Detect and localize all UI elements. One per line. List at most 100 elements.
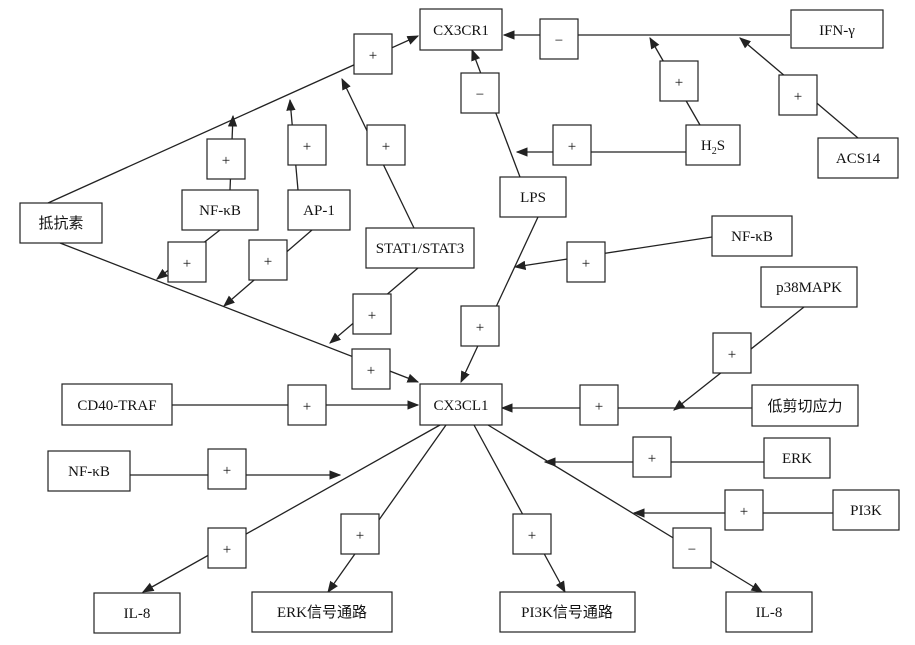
node-il8-right-label: IL-8 [756,605,783,621]
sign-ap1-up: + [287,124,327,166]
node-nfkb-bottom-label: NF-κB [68,464,110,480]
sign-nfkb-right-lps-label: + [582,256,590,272]
sign-lps-cx3cr1: − [460,72,500,114]
sign-nfkb-left-down: + [167,241,207,283]
node-p38mapk: p38MAPK [760,266,858,308]
sign-cx3cl1-erk-path-label: + [356,528,364,544]
edge-cx3cl1-to-pi3k-path [473,424,566,594]
sign-stat-down-label: + [368,308,376,324]
node-p38mapk-label: p38MAPK [776,280,842,296]
node-erk-label: ERK [782,451,812,467]
node-cx3cr1-label: CX3CR1 [433,23,489,39]
sign-h2s-ifn: + [659,60,699,102]
sign-nfkb-left-up: + [206,138,246,180]
nodes: CX3CR1 IFN-γ ACS14 H2S LPS 抵抗素 NF-κB AP [19,8,900,634]
node-ap1-label: AP-1 [303,203,335,219]
node-ap1: AP-1 [287,189,351,231]
signs: − + + − + + + + + + + + + + + + + + + + … [167,18,818,569]
node-stat-label: STAT1/STAT3 [376,241,464,257]
sign-h2s-ifn-label: + [675,75,683,91]
sign-h2s-lps-label: + [568,139,576,155]
sign-cd40-cx3cl1-label: + [303,399,311,415]
node-lps: LPS [499,176,567,218]
node-acs14: ACS14 [817,137,899,179]
edge-cx3cl1-to-il8-right [487,424,763,593]
sign-lps-cx3cl1-label: + [476,320,484,336]
sign-antibiotic-cx3cl1: + [351,348,391,390]
node-h2s: H2S [685,124,741,166]
sign-antibiotic-cx3cl1-label: + [367,363,375,379]
sign-cx3cl1-il8-right-label: − [688,542,696,558]
node-lps-label: LPS [520,190,546,206]
node-ifn-gamma: IFN-γ [790,9,884,49]
edge-nfkb-right-to-lps-line [513,236,713,271]
node-nfkb-left: NF-κB [181,189,259,231]
sign-ap1-up-label: + [303,139,311,155]
sign-acs14-ifn-label: + [794,89,802,105]
node-erk: ERK [763,437,831,479]
sign-ap1-down-label: + [264,254,272,270]
node-antibiotic: 抵抗素 [19,202,103,244]
sign-stat-down: + [352,293,392,335]
sign-ap1-down: + [248,239,288,281]
sign-antibiotic-cx3cr1: + [353,33,393,75]
edge-cx3cl1-to-erk-path [327,424,447,593]
sign-p38-lowshear-label: + [728,347,736,363]
node-h2s-tail: S [717,138,725,154]
sign-lps-cx3cr1-label: − [476,87,484,103]
node-cx3cl1: CX3CL1 [419,383,503,426]
sign-lps-cx3cl1: + [460,305,500,347]
node-cd40: CD40-TRAF [61,383,173,426]
node-pi3k-path: PI3K信号通路 [499,591,636,633]
node-pi3k: PI3K [832,489,900,531]
sign-nfkb-left-up-label: + [222,153,230,169]
sign-nfkb-bottom-line: + [207,448,247,490]
node-il8-left-label: IL-8 [124,606,151,622]
node-pi3k-label: PI3K [850,503,882,519]
sign-nfkb-left-down-label: + [183,256,191,272]
node-erk-path-label: ERK信号通路 [277,604,367,621]
sign-h2s-lps: + [552,124,592,166]
sign-cx3cl1-erk-path: + [340,513,380,555]
node-nfkb-right: NF-κB [711,215,793,257]
sign-cx3cl1-pi3k-path-label: + [528,528,536,544]
node-cd40-label: CD40-TRAF [77,398,156,414]
sign-ifn-cx3cr1-label: − [555,33,563,49]
node-low-shear: 低剪切应力 [751,384,859,427]
node-acs14-label: ACS14 [836,151,881,167]
sign-stat-up: + [366,124,406,166]
sign-erk-line-label: + [648,451,656,467]
sign-pi3k-line-label: + [740,504,748,520]
sign-acs14-ifn: + [778,74,818,116]
node-h2s-label: H2S [701,138,725,157]
sign-cx3cl1-il8-left-label: + [223,542,231,558]
node-cx3cl1-label: CX3CL1 [433,398,488,414]
node-h2s-main: H [701,138,712,154]
node-h2s-sub: 2 [712,146,717,157]
sign-stat-up-label: + [382,139,390,155]
sign-nfkb-right-lps: + [566,241,606,283]
node-nfkb-right-label: NF-κB [731,229,773,245]
sign-cx3cl1-il8-right: − [672,527,712,569]
sign-cx3cl1-il8-left: + [207,527,247,569]
node-nfkb-left-label: NF-κB [199,203,241,219]
sign-antibiotic-cx3cr1-label: + [369,48,377,64]
sign-ifn-cx3cr1: − [539,18,579,60]
node-pi3k-path-label: PI3K信号通路 [521,604,613,621]
edge-cx3cl1-to-il8-left [141,424,441,593]
sign-p38-lowshear: + [712,332,752,374]
sign-lowshear-cx3cl1-label: + [595,399,603,415]
sign-nfkb-bottom-line-label: + [223,463,231,479]
node-low-shear-label: 低剪切应力 [767,397,842,415]
node-cx3cr1: CX3CR1 [419,8,503,51]
node-antibiotic-label: 抵抗素 [38,215,83,232]
sign-cd40-cx3cl1: + [287,384,327,426]
sign-cx3cl1-pi3k-path: + [512,513,552,555]
node-erk-path: ERK信号通路 [251,591,393,633]
node-nfkb-bottom: NF-κB [47,450,131,492]
sign-lowshear-cx3cl1: + [579,384,619,426]
node-ifn-gamma-label: IFN-γ [819,23,855,39]
edge-lps-to-cx3cl1 [460,216,539,384]
